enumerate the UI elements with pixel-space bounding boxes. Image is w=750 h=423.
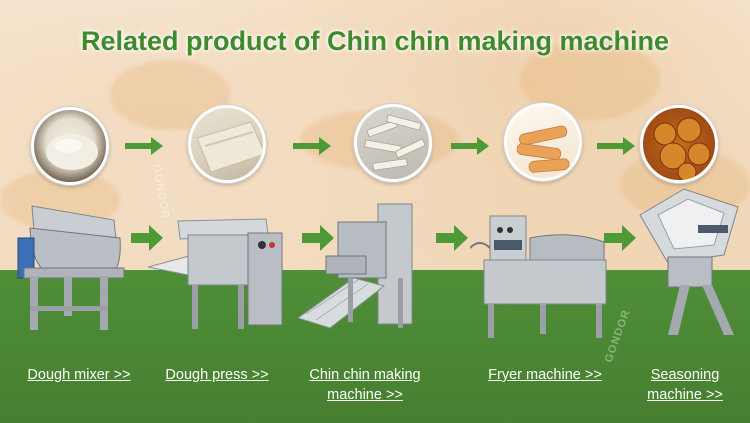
- dough-press-machine[interactable]: [148, 215, 298, 335]
- strips-icon: [364, 114, 426, 171]
- seasoning-machine-link[interactable]: Seasoning machine >>: [630, 365, 740, 405]
- fried-sticks-image: [504, 103, 582, 181]
- link-line: Seasoning: [650, 367, 720, 383]
- green-band: [0, 270, 750, 423]
- page-title: Related product of Chin chin making mach…: [80, 26, 670, 56]
- fryer-machine[interactable]: [470, 208, 610, 343]
- dough-sheet-icon: [196, 121, 263, 173]
- fried-sticks-icon: [516, 125, 570, 173]
- link-line: machine >>: [647, 387, 723, 403]
- arrow-right-icon: [131, 225, 163, 251]
- arrow-right-icon: [125, 137, 163, 155]
- cut-dough-strips-image: [354, 104, 432, 182]
- pressed-dough-image: [188, 105, 266, 183]
- seasoned-snacks-image: [640, 105, 718, 183]
- arrow-right-icon: [451, 137, 489, 155]
- watermark-text: GONDOR: [150, 163, 172, 221]
- fryer-machine-link[interactable]: Fryer machine >>: [488, 367, 602, 383]
- seasoning-machine[interactable]: [628, 185, 750, 340]
- dough-mixer-link[interactable]: Dough mixer >>: [27, 367, 131, 383]
- arrow-right-icon: [436, 225, 468, 251]
- link-line: Chin chin making: [309, 367, 421, 383]
- seasoned-snacks-icon: [653, 117, 711, 180]
- dough-ball-image: [31, 107, 109, 185]
- arrow-right-icon: [597, 137, 635, 155]
- chin-chin-making-machine-link[interactable]: Chin chin making machine >>: [295, 365, 435, 405]
- dough-press-link[interactable]: Dough press >>: [165, 367, 269, 383]
- dough-mixer-machine[interactable]: [10, 198, 130, 333]
- arrow-right-icon: [604, 225, 636, 251]
- link-line: machine >>: [327, 387, 403, 403]
- dough-icon: [46, 134, 98, 170]
- arrow-right-icon: [302, 225, 334, 251]
- arrow-right-icon: [293, 137, 331, 155]
- chin-chin-making-machine[interactable]: [298, 200, 428, 335]
